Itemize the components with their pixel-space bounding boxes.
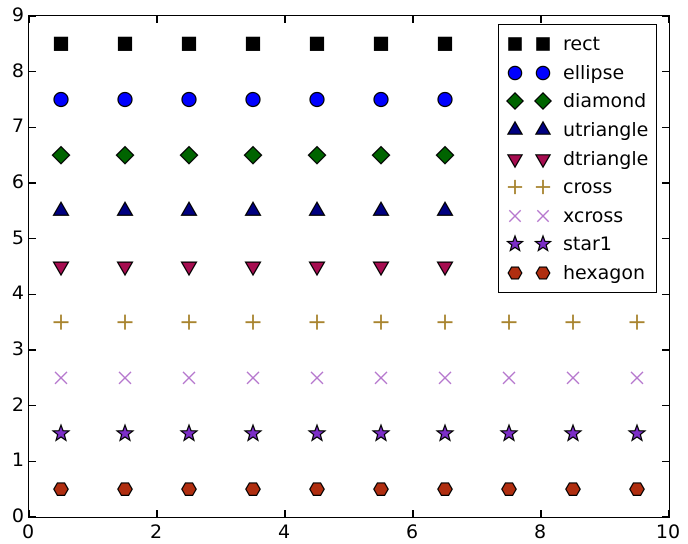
y-tick-left [29, 516, 36, 518]
x-tick-label-2: 2 [149, 521, 163, 543]
y-tick-label-8: 8 [11, 59, 24, 82]
y-tick-left [29, 70, 36, 73]
y-tick-right [662, 70, 669, 73]
legend-label: utriangle [563, 119, 649, 142]
y-tick-label-9: 9 [11, 4, 24, 26]
x-marker-icon [508, 209, 550, 223]
y-tick-label-3: 3 [11, 338, 24, 360]
square-marker-icon [508, 37, 550, 52]
y-tick-left [29, 293, 36, 296]
x-tick-top [156, 16, 158, 23]
x-tick-bottom [28, 510, 30, 517]
y-tick-right [662, 15, 669, 17]
y-tick-label-5: 5 [11, 226, 24, 249]
legend-label: dtriangle [563, 147, 649, 170]
y-tick-left [29, 237, 36, 240]
x-tick-bottom [156, 510, 158, 517]
legend-entry-diamond: diamond [506, 87, 656, 116]
x-tick-bottom [284, 510, 286, 517]
legend-entry-dtriangle: dtriangle [506, 144, 656, 173]
legend-entry-star1: star1 [506, 230, 656, 259]
y-tick-label-0: 0 [11, 505, 24, 527]
y-tick-label-1: 1 [11, 449, 24, 472]
y-tick-label-2: 2 [11, 393, 24, 416]
x-tick-bottom [540, 510, 542, 517]
x-tick-label-6: 6 [405, 521, 419, 543]
legend-entry-xcross: xcross [506, 202, 656, 231]
x-tick-label-4: 4 [277, 521, 291, 543]
y-tick-label-4: 4 [11, 282, 24, 305]
legend-label: xcross [563, 204, 624, 227]
y-tick-left [29, 460, 36, 463]
legend-entry-utriangle: utriangle [506, 116, 656, 145]
series-hexagon [53, 482, 645, 497]
y-tick-right [662, 126, 669, 129]
x-tick-label-0: 0 [21, 521, 35, 543]
legend-label: star1 [563, 233, 612, 256]
legend: rect ellipse diamond utriangle dtriangle cros… [498, 24, 657, 293]
x-tick-top [412, 16, 414, 23]
legend-label: ellipse [563, 61, 625, 84]
y-tick-label-6: 6 [11, 171, 24, 193]
y-tick-right [662, 516, 669, 518]
y-tick-right [662, 237, 669, 240]
legend-label: rect [563, 33, 600, 56]
series-star1 [51, 423, 647, 442]
x-tick-top [28, 16, 30, 23]
x-tick-bottom [412, 510, 414, 517]
y-tick-left [29, 182, 36, 184]
x-tick-bottom [668, 510, 670, 517]
y-tick-right [662, 460, 669, 463]
x-tick-label-8: 8 [533, 521, 547, 543]
y-tick-right [662, 349, 669, 351]
series-xcross [54, 371, 644, 385]
x-tick-top [284, 16, 286, 23]
legend-entry-rect: rect [506, 30, 656, 59]
y-tick-left [29, 15, 36, 17]
triangle-down-marker-icon [506, 153, 552, 169]
x-tick-label-10: 10 [655, 521, 681, 543]
y-tick-right [662, 293, 669, 296]
y-tick-right [662, 404, 669, 407]
y-tick-label-7: 7 [11, 115, 24, 138]
x-tick-top [540, 16, 542, 23]
legend-label: hexagon [563, 262, 646, 285]
x-tick-top [668, 16, 670, 23]
circle-marker-icon [507, 65, 551, 81]
hexagon-marker-icon [507, 266, 551, 280]
plus-marker-icon [507, 180, 551, 195]
legend-entry-cross: cross [506, 173, 656, 202]
legend-label: cross [563, 176, 613, 199]
legend-entry-hexagon: hexagon [506, 259, 656, 288]
y-tick-left [29, 349, 36, 351]
y-tick-left [29, 126, 36, 129]
legend-entry-ellipse: ellipse [506, 59, 656, 88]
star5-marker-icon [506, 234, 553, 253]
series-cross [53, 314, 645, 330]
y-tick-right [662, 182, 669, 184]
y-tick-left [29, 404, 36, 407]
legend-label: diamond [563, 90, 647, 113]
triangle-up-marker-icon [506, 120, 552, 135]
diamond-marker-icon [506, 92, 553, 111]
